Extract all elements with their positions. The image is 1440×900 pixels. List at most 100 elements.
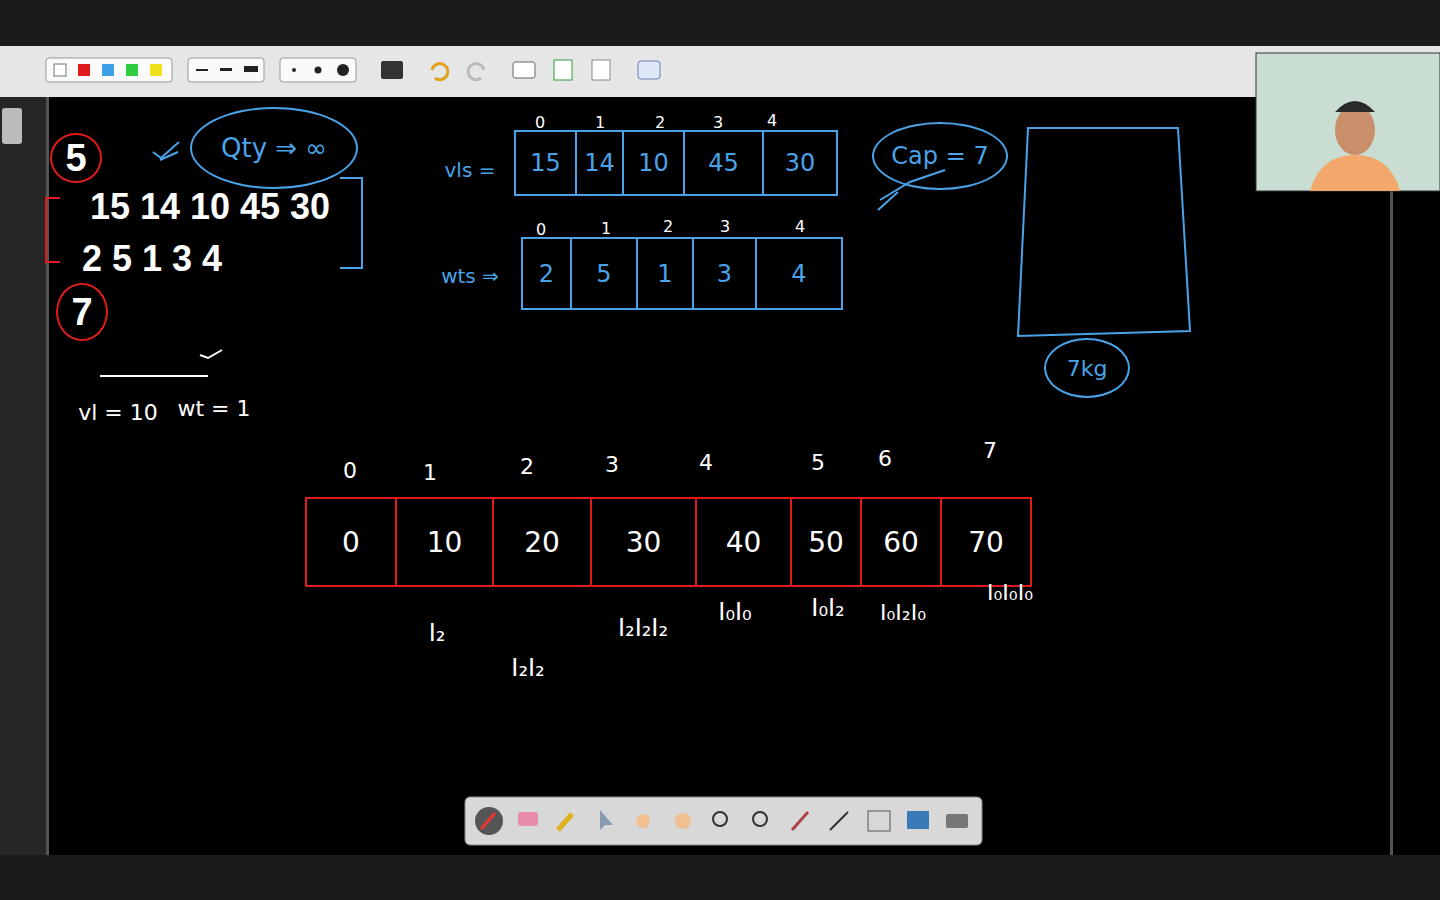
item-combination: I₂I₂I₂ xyxy=(618,614,668,642)
dp-cell: 10 xyxy=(395,497,494,587)
weight-cell: 1 xyxy=(636,237,694,310)
dot-sample xyxy=(315,67,322,74)
line-sample xyxy=(220,68,232,71)
node-text: 45 xyxy=(708,149,739,177)
input-line: 15 14 10 45 30 xyxy=(90,186,330,228)
value-cell: 45 xyxy=(683,130,764,196)
line-width-picker xyxy=(188,58,264,82)
input-line: 2 5 1 3 4 xyxy=(82,238,222,280)
swatch xyxy=(54,64,66,76)
swatch xyxy=(126,64,138,76)
underline-mark xyxy=(100,350,222,376)
dp-cell: 50 xyxy=(790,497,862,587)
weight-cell: 3 xyxy=(692,237,757,310)
node-text: Cap = 7 xyxy=(891,142,988,170)
presenter-shirt xyxy=(1310,155,1400,191)
dp-cell: 40 xyxy=(695,497,792,587)
node-text: 50 xyxy=(808,526,844,559)
redo-icon xyxy=(468,64,484,80)
keyboard-icon xyxy=(381,61,403,79)
handwritten-label: 3 xyxy=(605,452,619,477)
handwritten-label: 5 xyxy=(811,450,825,475)
weight-cell: 2 xyxy=(521,237,572,310)
item-combination: I₀I₀ xyxy=(718,598,751,626)
circled-number: 5 xyxy=(50,133,101,183)
dp-cell: 30 xyxy=(590,497,697,587)
bottom-bar xyxy=(0,855,1440,900)
handwritten-label: 2 xyxy=(520,454,534,479)
handwritten-label: 0 xyxy=(536,220,546,239)
handwritten-label: 3 xyxy=(720,217,730,236)
node-text: 15 xyxy=(530,149,561,177)
node-text: Qty ⇒ ∞ xyxy=(221,133,327,163)
top-bar xyxy=(0,0,1440,46)
swatch xyxy=(102,64,114,76)
node-text: 0 xyxy=(342,526,360,559)
hand-tool xyxy=(675,813,691,829)
brush-tool xyxy=(792,812,808,830)
rail-button xyxy=(2,108,22,144)
capacity-ellipse: 7kg xyxy=(1044,338,1130,398)
node-text: 1 xyxy=(657,260,672,288)
node-text: 60 xyxy=(883,526,919,559)
text-tool xyxy=(868,811,890,831)
dp-cell: 0 xyxy=(305,497,397,587)
item-combination: I₂I₂ xyxy=(511,654,544,682)
node-text: 2 xyxy=(539,260,554,288)
tool-palette xyxy=(465,797,982,845)
handwritten-label: 6 xyxy=(878,446,892,471)
check-mark xyxy=(153,142,179,160)
circled-number: 7 xyxy=(56,283,107,341)
eraser-tool xyxy=(518,812,538,826)
undo-icon xyxy=(432,64,448,80)
handwritten-label: 1 xyxy=(595,113,605,132)
handwritten-label: 4 xyxy=(767,111,777,130)
handwritten-label: 1 xyxy=(423,460,437,485)
red-bracket xyxy=(46,198,60,262)
handwritten-label: 3 xyxy=(713,113,723,132)
handwritten-label: 1 xyxy=(601,219,611,238)
handwritten-label: wt = 1 xyxy=(177,396,250,421)
handwritten-label: 2 xyxy=(663,217,673,236)
dp-cell: 60 xyxy=(860,497,942,587)
node-text: 5 xyxy=(596,260,611,288)
value-cell: 15 xyxy=(514,130,577,196)
handwritten-label: vls = xyxy=(445,158,496,182)
handwritten-label: 4 xyxy=(795,217,805,236)
node-text: 7 xyxy=(71,291,92,334)
toolbar xyxy=(0,46,1440,97)
value-cell: 10 xyxy=(622,130,685,196)
node-text: 7kg xyxy=(1067,356,1108,381)
handwritten-label: 0 xyxy=(535,113,545,132)
node-text: 14 xyxy=(584,149,615,177)
value-cell: 14 xyxy=(575,130,624,196)
node-text: 70 xyxy=(968,526,1004,559)
swatch xyxy=(150,64,162,76)
node-text: 30 xyxy=(785,149,816,177)
node-text: 10 xyxy=(638,149,669,177)
left-rail xyxy=(0,97,46,855)
knapsack-bag xyxy=(1018,128,1190,336)
screen-icon xyxy=(638,61,660,79)
line-tool xyxy=(830,812,848,830)
note-ellipse: Qty ⇒ ∞ xyxy=(190,107,358,189)
node-text: 40 xyxy=(726,526,762,559)
highlighter-tool xyxy=(558,814,572,830)
blue-bracket xyxy=(340,178,362,268)
node-text: 30 xyxy=(626,526,662,559)
dp-cell: 70 xyxy=(940,497,1032,587)
laser-tool xyxy=(636,814,650,828)
node-text: 4 xyxy=(791,260,806,288)
handwritten-label: 4 xyxy=(699,450,713,475)
zoom-in-tool xyxy=(713,812,727,826)
handwritten-label: wts ⇒ xyxy=(441,264,499,288)
node-text: 10 xyxy=(427,526,463,559)
zoom-out-tool xyxy=(753,812,767,826)
dp-cell: 20 xyxy=(492,497,592,587)
node-text: 20 xyxy=(524,526,560,559)
presenter-hair xyxy=(1335,101,1375,112)
swatch xyxy=(78,64,90,76)
pointer-strokes xyxy=(878,170,945,210)
webcam-view xyxy=(1256,53,1440,191)
